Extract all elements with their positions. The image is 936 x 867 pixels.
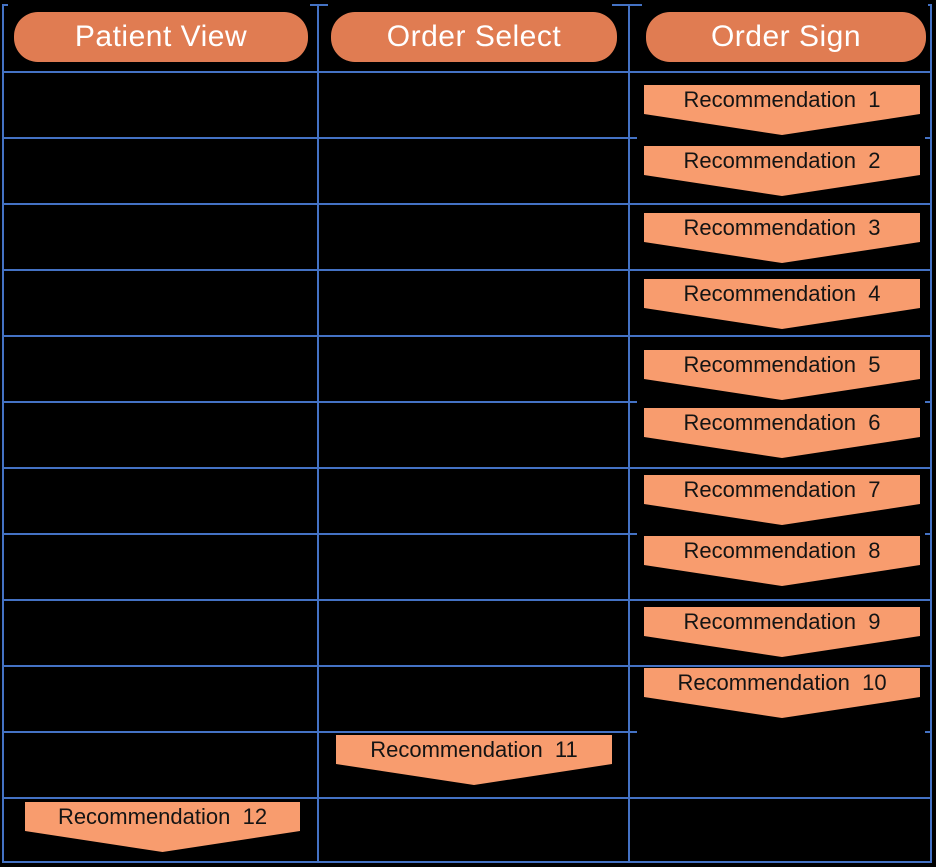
recommendation-shape: Recommendation 3 (644, 213, 920, 263)
recommendation-label: Recommendation 11 (370, 737, 578, 762)
grid-line-horizontal (2, 731, 932, 733)
grid-line-horizontal (2, 797, 932, 799)
recommendation-label: Recommendation 9 (683, 609, 881, 634)
recommendation-label: Recommendation 5 (683, 352, 881, 377)
grid-line-vertical (317, 4, 319, 863)
recommendation-label: Recommendation 12 (57, 804, 268, 829)
recommendation-label: Recommendation 8 (683, 538, 881, 563)
chevron-banner-icon (644, 475, 920, 525)
recommendation-shape: Recommendation 7 (644, 475, 920, 525)
recommendation-shape: Recommendation 12 (25, 802, 300, 852)
recommendation-shape: Recommendation 2 (644, 146, 920, 196)
chevron-banner-icon (644, 85, 920, 135)
lane-header-label: Order Sign (710, 20, 862, 53)
chevron-banner-icon (644, 408, 920, 458)
chevron-banner-icon (644, 213, 920, 263)
grid-line-horizontal (2, 335, 932, 337)
grid-line-horizontal (2, 665, 932, 667)
grid-line-vertical (628, 4, 630, 863)
chevron-banner-icon (644, 350, 920, 400)
lane-header-order-sign: Order Sign (646, 12, 926, 62)
recommendation-shape: Recommendation 8 (644, 536, 920, 586)
recommendation-label: Recommendation 6 (683, 410, 881, 435)
grid-line-horizontal (2, 137, 932, 139)
chevron-banner-icon (644, 607, 920, 657)
recommendation-shape: Recommendation 6 (644, 408, 920, 458)
recommendation-label: Recommendation 4 (683, 281, 881, 306)
chevron-banner-icon (644, 668, 920, 718)
recommendation-shape: Recommendation 1 (644, 85, 920, 135)
recommendation-label: Recommendation 7 (683, 477, 881, 502)
grid-line-horizontal (2, 467, 932, 469)
recommendation-label: Recommendation 3 (683, 215, 881, 240)
recommendation-shape: Recommendation 5 (644, 350, 920, 400)
recommendation-label: Recommendation 10 (677, 670, 887, 695)
chevron-banner-icon (644, 536, 920, 586)
chevron-banner-icon (644, 279, 920, 329)
grid-line-horizontal (2, 269, 932, 271)
lane-header-label: Patient View (74, 20, 248, 53)
grid-line-horizontal (2, 401, 932, 403)
grid-line-horizontal (2, 599, 932, 601)
recommendation-shape: Recommendation 10 (644, 668, 920, 718)
chevron-banner-icon (644, 146, 920, 196)
lane-header-label: Order Select (386, 20, 562, 53)
recommendation-shape: Recommendation 11 (336, 735, 612, 785)
recommendation-shape: Recommendation 4 (644, 279, 920, 329)
lane-header-patient-view: Patient View (14, 12, 308, 62)
grid-line-horizontal (2, 533, 932, 535)
chevron-banner-icon (25, 802, 300, 852)
lane-header-order-select: Order Select (331, 12, 617, 62)
recommendation-shape: Recommendation 9 (644, 607, 920, 657)
chevron-banner-icon (336, 735, 612, 785)
recommendation-label: Recommendation 1 (683, 87, 881, 112)
recommendation-label: Recommendation 2 (683, 148, 881, 173)
grid-line-horizontal (2, 203, 932, 205)
grid-line-horizontal (2, 71, 932, 73)
